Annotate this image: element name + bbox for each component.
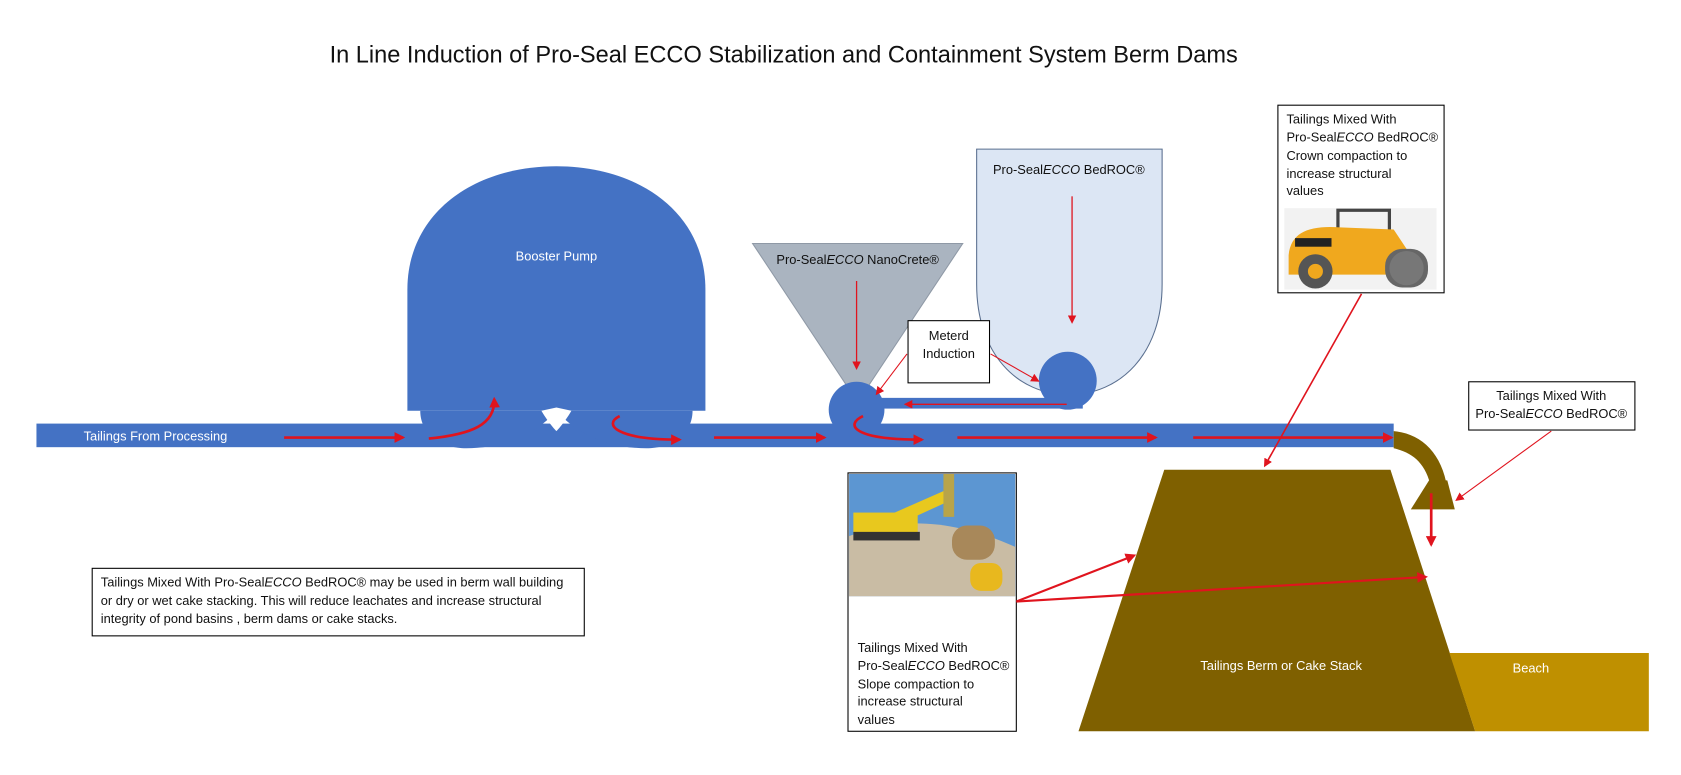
beach-label: Beach [1513,660,1549,675]
crown-line1: Tailings Mixed With [1286,111,1396,126]
slope-line2: Pro-SealECCO BedROC® [858,658,1010,673]
metered-induction-line1: Meterd [929,328,969,343]
slope-line4: increase structural [858,694,963,709]
discharge-callout: Tailings Mixed With Pro-SealECCO BedROC® [1468,381,1636,431]
crown-callout-arrow [1263,293,1363,468]
slope-line5: values [858,712,895,727]
slope-arrow-right-face [1016,572,1428,603]
diagram-title: In Line Induction of Pro-Seal ECCO Stabi… [330,41,1238,67]
flow-arrow-pump-out [611,414,682,446]
flow-arrows [284,396,1394,446]
slope-line3: Slope compaction to [858,676,975,691]
excavator-roller-image [849,473,1016,597]
metered-induction-callout: Meterd Induction [907,320,991,384]
nanocrete-label: Pro-SealECCO NanoCrete® [776,252,939,267]
bedroc-metering-valve [1038,351,1097,410]
discharge-spout [1393,431,1455,510]
tailings-from-processing-label: Tailings From Processing [84,429,228,444]
slope-arrow-left-face [1015,553,1137,603]
flow-arrow-mix [853,414,925,446]
usage-note-box: Tailings Mixed With Pro-SealECCO BedROC®… [91,567,585,637]
crown-line2: Pro-SealECCO BedROC® [1286,130,1438,145]
beach [1449,653,1649,732]
berm-label: Tailings Berm or Cake Stack [1200,658,1362,673]
nanocrete-injection-valve [828,381,885,438]
note-line2: or dry or wet cake stacking. This will r… [101,593,542,608]
discharge-line2: Pro-SealECCO BedROC® [1475,406,1627,421]
booster-pump [407,166,706,449]
bedroc-label: Pro-SealECCO BedROC® [993,162,1145,177]
metered-induction-line2: Induction [923,346,975,361]
roller-compactor-image [1284,208,1437,290]
metered-arrow-left [875,353,908,396]
booster-pump-label: Booster Pump [516,249,597,264]
main-pipeline [36,423,1394,448]
metered-arrow-right [990,353,1040,382]
crown-compaction-callout: Tailings Mixed With Pro-SealECCO BedROC®… [1277,104,1445,294]
note-line3: integrity of pond basins , berm dams or … [101,611,398,626]
discharge-line1: Tailings Mixed With [1496,388,1606,403]
crown-line4: increase structural [1286,166,1391,181]
crown-line5: values [1286,183,1323,198]
note-line1: Tailings Mixed With Pro-SealECCO BedROC®… [101,575,564,590]
slope-line1: Tailings Mixed With [858,640,968,655]
flow-arrow-pump-in [428,396,500,440]
discharge-callout-arrow [1455,430,1552,501]
bedroc-feed-line [879,397,1083,409]
crown-line3: Crown compaction to [1286,148,1407,163]
tailings-berm [1078,469,1476,732]
slope-compaction-callout: Tailings Mixed With Pro-SealECCO BedROC®… [847,472,1017,732]
